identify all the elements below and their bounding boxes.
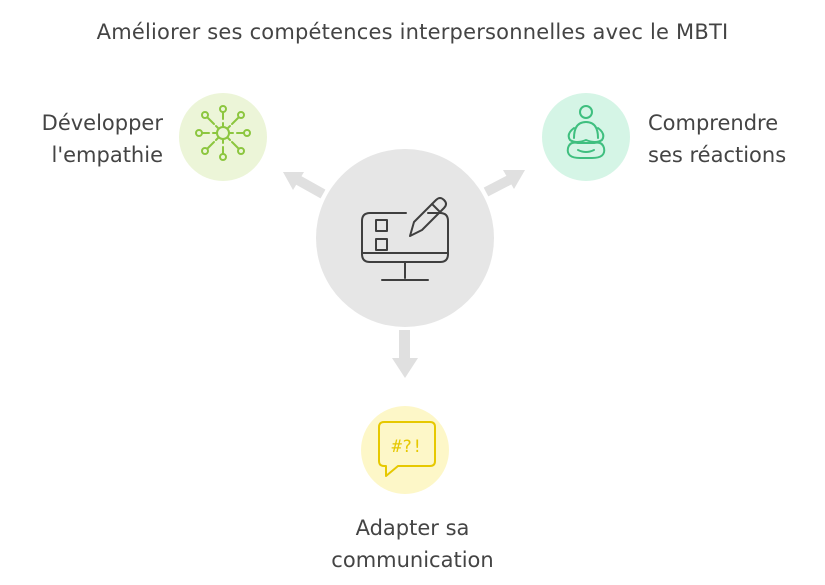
meditation-icon [566,105,606,159]
arrow-to-reactions [483,170,525,197]
diagram-title: Améliorer ses compétences interpersonnel… [96,20,729,44]
svg-text:#?!: #?! [392,437,423,457]
arrows [283,170,525,378]
communication-circle [361,406,449,494]
speech-bubble-icon: #?! [378,421,436,477]
label-comprendre-reactions: Comprendre ses réactions [648,111,787,167]
computer-checklist-pen-icon [361,197,449,281]
label-developper-empathie: Développer l'empathie [41,111,163,167]
center-circle [316,149,494,327]
reactions-circle [542,93,630,181]
arrow-to-empathy [283,172,326,199]
network-gear-icon [195,105,251,161]
arrow-to-communication [392,330,418,378]
label-adapter-communication: Adapter sa communication [331,516,494,572]
